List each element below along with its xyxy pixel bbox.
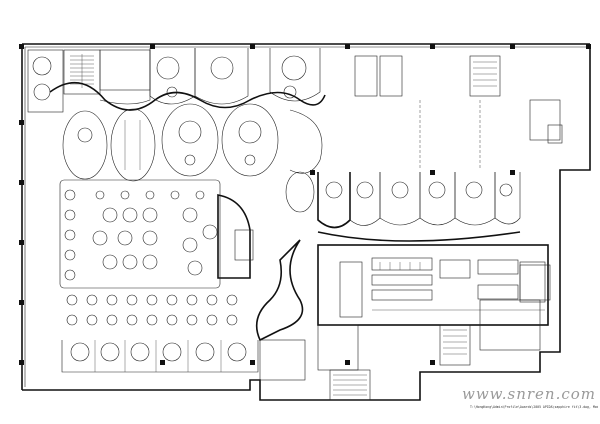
right-top-service: [354, 55, 563, 170]
right-private-rooms: [285, 171, 521, 242]
main-dining-tables: [59, 179, 221, 289]
kitchen: [317, 244, 549, 326]
structural-columns: [19, 44, 591, 365]
top-left-rooms: [27, 49, 151, 113]
central-bar: [217, 194, 304, 342]
oval-rooms: [62, 103, 323, 182]
top-private-rooms: [32, 48, 321, 105]
bottom-service: [259, 264, 551, 401]
watermark-text: www.snren.com: [462, 385, 596, 403]
bottom-booths: [61, 340, 259, 373]
drawing-file-path: T:\HongKong\Admin\Profile\Awards\2005 AP…: [470, 405, 598, 409]
small-table-rows: [66, 294, 238, 326]
outer-walls: [21, 43, 591, 401]
wavy-partition: [49, 81, 326, 111]
